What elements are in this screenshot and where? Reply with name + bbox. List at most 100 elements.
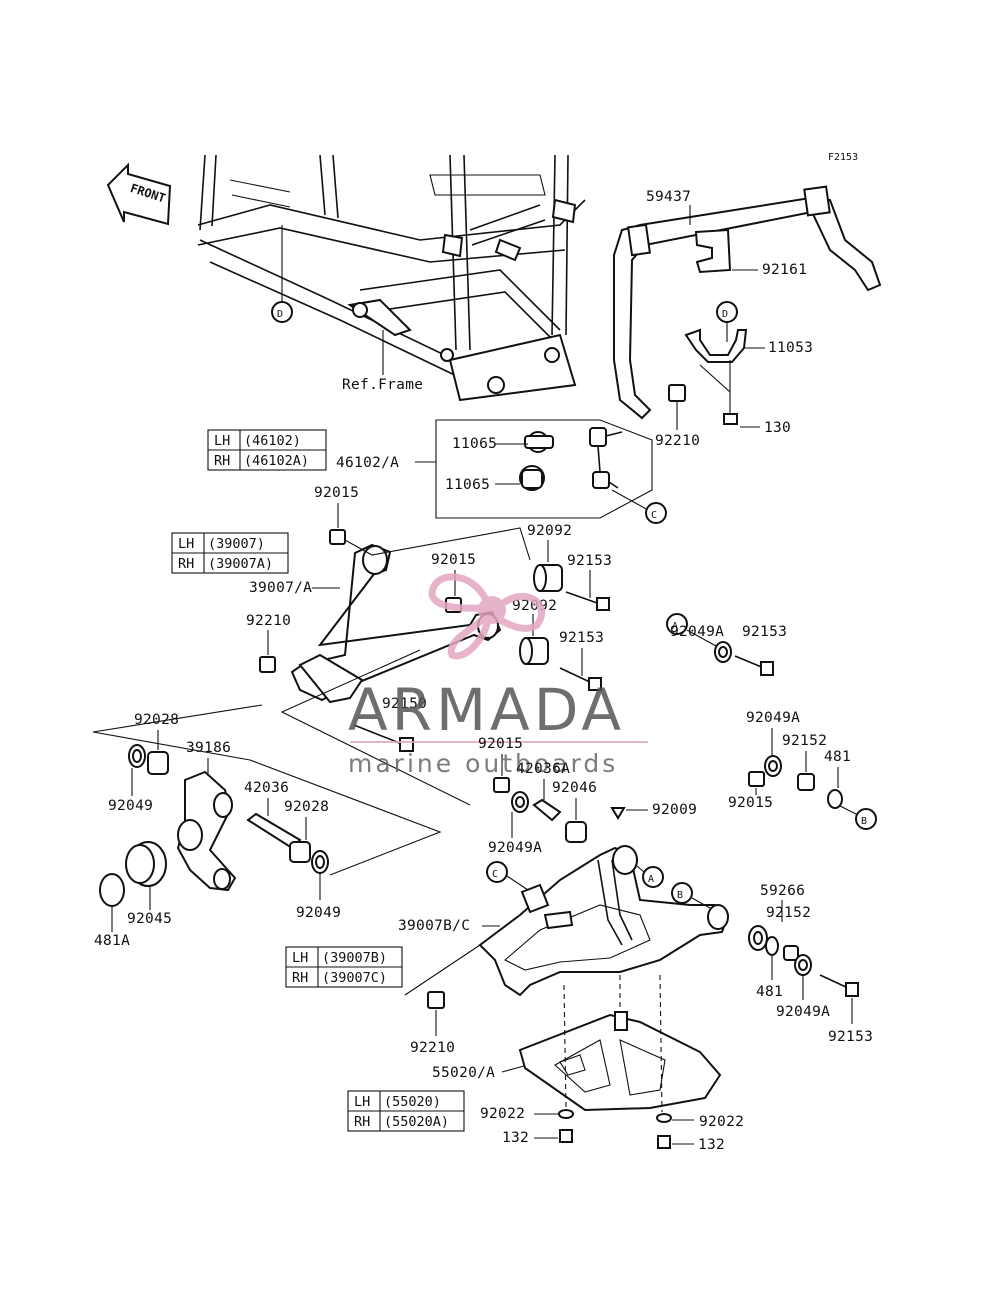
bushing-92028-a xyxy=(147,751,169,775)
nut-92210-mid xyxy=(259,656,276,673)
part-label-92210-top: 92210 xyxy=(655,433,700,449)
callout-c-link-label: C xyxy=(651,510,657,521)
table-55020-rh-label: RH xyxy=(354,1114,370,1130)
stabilizer-link-rod xyxy=(589,427,623,489)
bolt-132-right xyxy=(657,1135,671,1149)
part-label-46102: 46102/A xyxy=(336,455,399,471)
part-label-92152-a: 92152 xyxy=(782,733,827,749)
bushing-92092-a xyxy=(533,564,563,592)
table-39007: LH (39007) RH (39007A) xyxy=(171,532,289,574)
part-label-92153-d: 92153 xyxy=(828,1029,873,1045)
washer-92022-left xyxy=(558,1109,574,1119)
table-39007-lh-part: (39007) xyxy=(208,536,265,552)
part-label-92152-b: 92152 xyxy=(766,905,811,921)
lower-a-arm xyxy=(478,845,730,997)
callout-a-right xyxy=(666,613,688,635)
part-label-59266: 59266 xyxy=(760,883,805,899)
part-label-59437: 59437 xyxy=(646,189,691,205)
part-label-39186: 39186 xyxy=(186,740,231,756)
part-label-92049A-d: 92049A xyxy=(776,1004,830,1020)
callout-c-lower xyxy=(486,861,508,883)
part-label-42036A: 42036A xyxy=(516,761,570,777)
propeller-logo-icon xyxy=(428,573,545,660)
table-46102-lh-label: LH xyxy=(214,433,230,449)
table-39007B-rh-part: (39007C) xyxy=(322,970,387,986)
link-assembly-group-box xyxy=(435,419,653,519)
bushing-92046 xyxy=(565,821,587,843)
snap-ring-481-b xyxy=(765,936,779,956)
bushing-92092-b xyxy=(519,637,549,665)
collar-92152-b xyxy=(783,945,799,961)
table-46102-rh-label: RH xyxy=(214,453,230,469)
washer-92049-b xyxy=(311,850,329,874)
table-39007B-lh-part: (39007B) xyxy=(322,950,387,966)
part-label-481A: 481A xyxy=(94,933,130,949)
snap-ring-481A xyxy=(99,873,125,907)
callout-b-right-label: B xyxy=(861,816,867,827)
steering-knuckle xyxy=(176,770,237,892)
part-label-55020: 55020/A xyxy=(432,1065,495,1081)
joint-11065-a xyxy=(524,431,554,453)
part-label-11065-b: 11065 xyxy=(445,477,490,493)
bolt-132-left xyxy=(559,1129,573,1143)
washer-92049A-a xyxy=(714,641,732,663)
part-label-132-left: 132 xyxy=(502,1130,529,1146)
part-label-92015-a: 92015 xyxy=(314,485,359,501)
table-39007-lh-label: LH xyxy=(178,536,194,552)
part-label-92049A-b: 92049A xyxy=(746,710,800,726)
stabilizer-clamp xyxy=(684,328,748,363)
sleeve-42036 xyxy=(246,812,302,850)
seal-59266 xyxy=(748,925,768,951)
nut-92015-d xyxy=(748,771,765,787)
part-label-92015-d: 92015 xyxy=(728,795,773,811)
callout-b-lower-label: B xyxy=(677,890,683,901)
skid-plate xyxy=(518,1011,722,1112)
table-55020-rh-part: (55020A) xyxy=(384,1114,449,1130)
washer-92049-a xyxy=(128,744,146,768)
callout-a-lower xyxy=(642,866,664,888)
callout-d-frame xyxy=(271,301,293,323)
table-39007-rh-part: (39007A) xyxy=(208,556,273,572)
washer-92049A-d xyxy=(794,954,812,976)
part-label-92028-a: 92028 xyxy=(134,712,179,728)
part-label-481-b: 481 xyxy=(756,984,783,1000)
callout-b-lower xyxy=(671,882,693,904)
washer-92049A-b xyxy=(764,755,782,777)
part-label-92015-b: 92015 xyxy=(431,552,476,568)
nut-92015-c xyxy=(493,777,510,793)
table-46102: LH (46102) RH (46102A) xyxy=(207,429,327,471)
part-label-481-a: 481 xyxy=(824,749,851,765)
callout-a-lower-label: A xyxy=(648,874,654,885)
part-label-92049A-c: 92049A xyxy=(488,840,542,856)
part-label-39007B: 39007B/C xyxy=(398,918,470,934)
part-label-92153-a: 92153 xyxy=(567,553,612,569)
sleeve-42036A xyxy=(532,798,562,822)
bolt-92153-a xyxy=(565,591,610,611)
callout-c-link xyxy=(645,502,667,524)
table-39007B-lh-label: LH xyxy=(292,950,308,966)
table-39007B: LH (39007B) RH (39007C) xyxy=(285,946,403,988)
armada-logo-watermark: ARMADA marine outboards xyxy=(348,573,648,778)
nut-92210-lower xyxy=(427,991,445,1009)
part-label-92161: 92161 xyxy=(762,262,807,278)
snap-ring-481-a xyxy=(827,789,843,809)
watermark-brand: ARMADA xyxy=(348,676,625,744)
table-55020-lh-part: (55020) xyxy=(384,1094,441,1110)
washer-92049A-c xyxy=(511,791,529,813)
callout-d-frame-label: D xyxy=(277,309,283,320)
part-label-92015-c: 92015 xyxy=(478,736,523,752)
part-label-92092-a: 92092 xyxy=(527,523,572,539)
part-label-92092-b: 92092 xyxy=(512,598,557,614)
ref-frame-label: Ref.Frame xyxy=(342,377,423,393)
table-55020: LH (55020) RH (55020A) xyxy=(347,1090,465,1132)
table-39007-rh-label: RH xyxy=(178,556,194,572)
part-label-42036: 42036 xyxy=(244,780,289,796)
joint-11065-b xyxy=(519,465,545,491)
part-label-92049-b: 92049 xyxy=(296,905,341,921)
stabilizer-bar xyxy=(613,185,882,420)
table-39007B-rh-label: RH xyxy=(292,970,308,986)
watermark-tagline: marine outboards xyxy=(348,749,618,778)
part-label-92045: 92045 xyxy=(127,911,172,927)
